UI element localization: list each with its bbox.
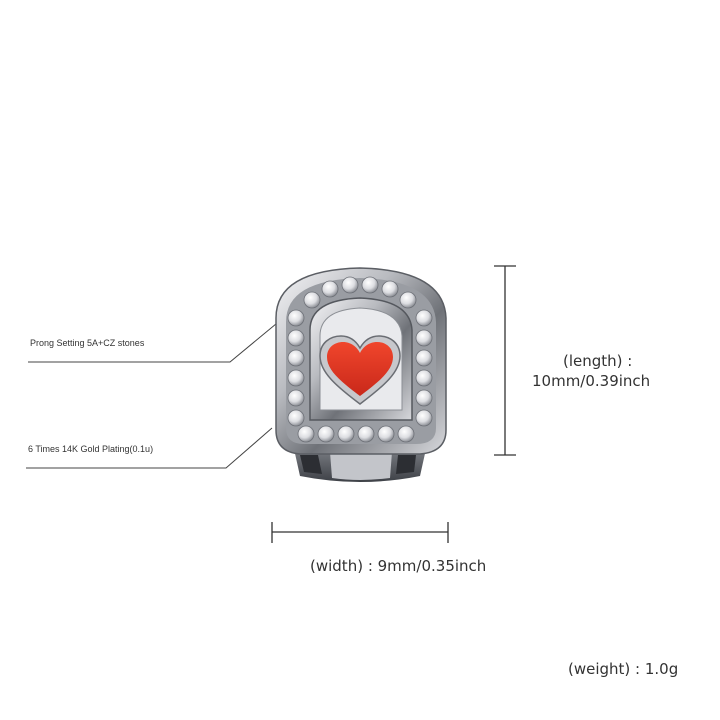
cz-stones <box>287 276 433 443</box>
heart-enamel <box>319 335 401 405</box>
plating-label: 6 Times 14K Gold Plating(0.1u) <box>28 444 154 454</box>
width-label: (width) : 9mm/0.35inch <box>310 557 487 575</box>
width-dimension-bar <box>271 522 449 543</box>
plating-pointer-line <box>26 427 273 469</box>
length-dimension-bar <box>494 265 516 456</box>
weight-label: (weight) : 1.0g <box>568 660 679 678</box>
length-value: 10mm/0.39inch <box>532 372 651 390</box>
length-label: (length) : <box>563 352 633 370</box>
prong-setting-label: Prong Setting 5A+CZ stones <box>30 338 145 348</box>
prong-pointer-line <box>28 299 306 363</box>
